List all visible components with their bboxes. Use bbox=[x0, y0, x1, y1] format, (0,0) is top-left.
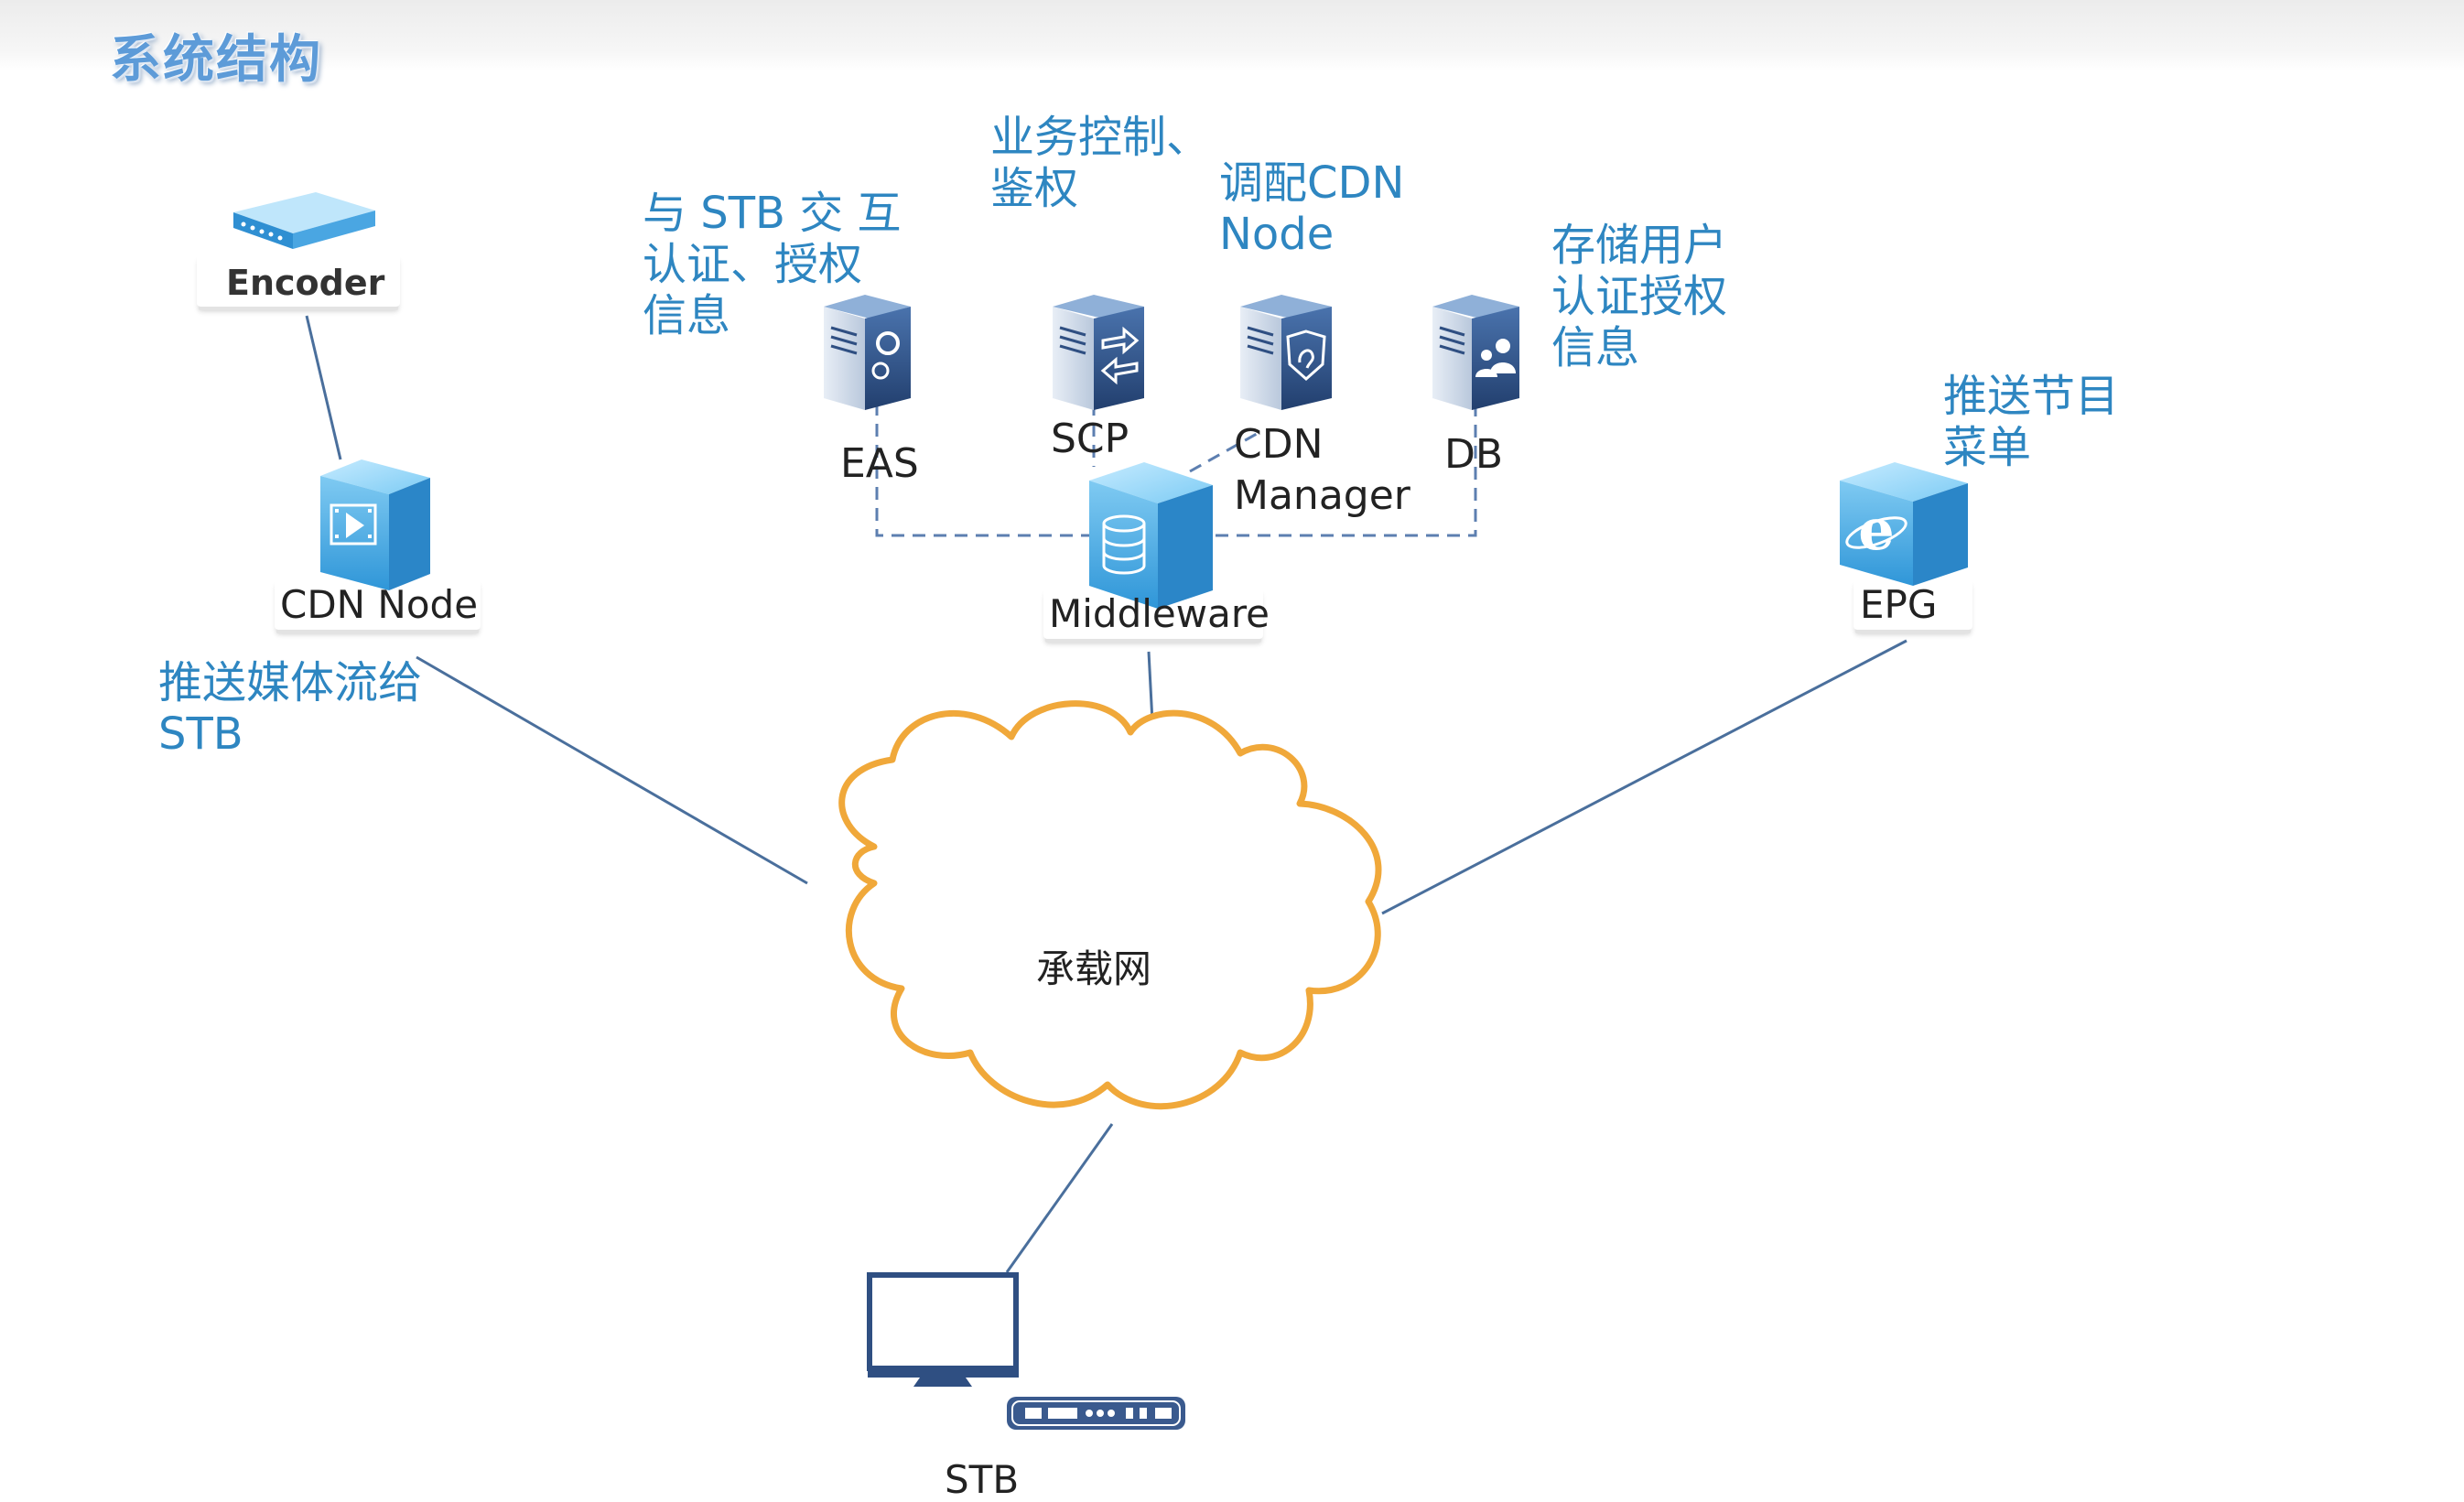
link-network-stb bbox=[1005, 1123, 1114, 1273]
title-band bbox=[0, 0, 2464, 71]
epg-label: EPG bbox=[1860, 582, 1938, 627]
tv-settop-icon bbox=[867, 1272, 1185, 1430]
server-arrows-icon bbox=[1053, 295, 1144, 410]
svg-text:e: e bbox=[1858, 496, 1894, 563]
network-label: 承载网 bbox=[1036, 946, 1152, 991]
eas-note: 与 STB 交 互 认证、授权 信息 bbox=[643, 188, 902, 341]
cdn-manager-label: CDN Manager bbox=[1234, 421, 1410, 519]
stb-label: STB bbox=[945, 1457, 1020, 1502]
ie-browser-cube-icon: e bbox=[1840, 462, 1968, 586]
scp-note: 业务控制、 鉴权 bbox=[990, 112, 1211, 214]
server-users-icon bbox=[1432, 295, 1519, 410]
eas-label: EAS bbox=[840, 440, 919, 487]
link-encoder-cdn-node bbox=[305, 315, 342, 460]
db-note: 存储用户 认证授权 信息 bbox=[1551, 220, 1728, 373]
cdn-manager-note: 调配CDN Node bbox=[1219, 157, 1405, 260]
scp-label: SCP bbox=[1051, 416, 1129, 462]
server-shield-icon bbox=[1240, 295, 1332, 410]
middleware-label: Middleware bbox=[1049, 591, 1270, 636]
encoder-device-icon bbox=[233, 192, 375, 249]
network-cloud bbox=[838, 700, 1382, 1110]
page-title: 系统结构 bbox=[110, 30, 322, 90]
link-cdn-node-network bbox=[416, 655, 808, 885]
cdn-node-label: CDN Node bbox=[280, 582, 479, 627]
server-gear-icon bbox=[824, 295, 911, 410]
epg-note: 推送节目 菜单 bbox=[1943, 371, 2120, 473]
db-label: DB bbox=[1444, 431, 1504, 478]
database-cube-icon bbox=[1089, 462, 1213, 609]
link-epg-network bbox=[1381, 639, 1907, 915]
encoder-label: Encoder bbox=[226, 263, 385, 303]
dashed-bus bbox=[875, 403, 1477, 537]
video-cube-icon bbox=[320, 459, 430, 590]
cdn-node-note: 推送媒体流给 STB bbox=[158, 657, 423, 760]
